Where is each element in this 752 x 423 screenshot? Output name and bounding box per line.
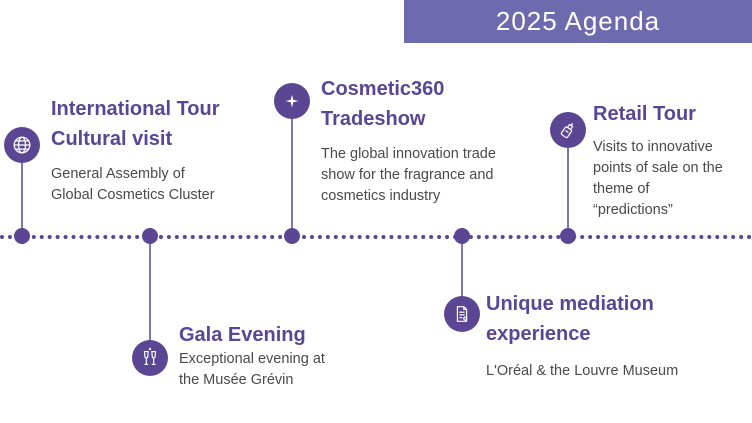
timeline-node-mediation	[454, 228, 470, 244]
event-description-retail-tour: Visits to innovative points of sale on t…	[593, 139, 723, 218]
timeline-node-retail-tour	[560, 228, 576, 244]
timeline-node-international-tour	[14, 228, 30, 244]
event-title-gala-evening: Gala Evening	[179, 324, 306, 346]
event-stem-cosmetic360	[291, 116, 293, 235]
event-title-cosmetic360: Cosmetic360 Tradeshow	[321, 78, 445, 130]
event-title-retail-tour: Retail Tour	[593, 103, 696, 125]
event-description-gala-evening: Exceptional evening at the Musée Grévin	[179, 351, 325, 388]
agenda-header: 2025 Agenda	[404, 0, 752, 43]
document-icon	[444, 296, 480, 332]
event-stem-retail-tour	[567, 146, 569, 235]
globe-icon	[4, 127, 40, 163]
timeline-node-cosmetic360	[284, 228, 300, 244]
agenda-title: 2025 Agenda	[495, 6, 661, 36]
perfume-bottle-icon	[550, 112, 586, 148]
event-stem-mediation	[461, 236, 463, 298]
champagne-glasses-icon	[132, 340, 168, 376]
event-title-mediation: Unique mediation experience	[486, 293, 654, 345]
event-stem-international-tour	[21, 160, 23, 235]
sparkle-icon	[274, 83, 310, 119]
event-description-mediation: L'Oréal & the Louvre Museum	[486, 363, 679, 379]
timeline-line	[0, 235, 752, 239]
event-description-international-tour: General Assembly of Global Cosmetics Clu…	[51, 166, 215, 203]
event-description-cosmetic360: The global innovation trade show for the…	[321, 146, 496, 204]
event-title-international-tour: International Tour Cultural visit	[51, 98, 220, 150]
timeline-node-gala-evening	[142, 228, 158, 244]
event-stem-gala-evening	[149, 236, 151, 342]
